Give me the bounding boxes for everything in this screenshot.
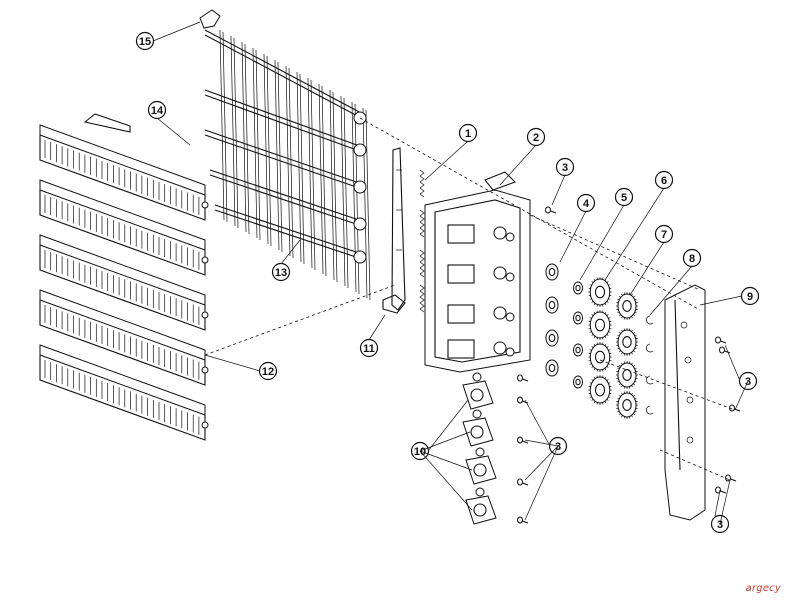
- guide-strip: [39, 234, 209, 331]
- callout-7: 7: [629, 224, 674, 296]
- spring: [419, 169, 425, 198]
- gear-medium: [616, 361, 638, 389]
- e-clip: [646, 315, 654, 325]
- guide-strip: [39, 179, 209, 276]
- e-clip: [646, 375, 654, 385]
- screw: [545, 206, 557, 214]
- gear-plate-housing: [424, 171, 531, 373]
- latch-set: [462, 372, 497, 525]
- callout-leader: [419, 450, 473, 471]
- screw: [715, 336, 727, 344]
- callout-5: 5: [579, 187, 634, 281]
- guide-strip: [39, 289, 209, 386]
- callout-label: 5: [621, 192, 627, 204]
- callout-label: 2: [533, 132, 539, 144]
- callout-label: 1: [465, 128, 471, 140]
- callout-leader: [524, 445, 559, 521]
- callout-label: 3: [745, 376, 751, 388]
- bushing: [545, 359, 559, 377]
- callout-6: 6: [604, 170, 674, 281]
- e-clip: [646, 405, 654, 415]
- callout-18: 15: [135, 21, 201, 51]
- callout-8: 8: [649, 248, 702, 316]
- latch-cam: [465, 487, 497, 525]
- callout-label: 3: [562, 162, 568, 174]
- gear-medium: [616, 391, 638, 419]
- callout-leader: [419, 450, 473, 511]
- side-plate: [664, 284, 706, 521]
- guide-strip: [39, 124, 209, 221]
- callout-label: 6: [661, 175, 667, 187]
- callout-17: 14: [147, 100, 191, 146]
- latch-cam: [462, 372, 494, 410]
- callout-label: 15: [139, 36, 151, 48]
- callout-label: 8: [689, 253, 695, 265]
- callout-label: 13: [275, 267, 287, 279]
- guide-strip: [39, 344, 209, 441]
- callout-4: 4: [559, 193, 596, 263]
- alignment-lines: [204, 117, 736, 481]
- bushing-small: [573, 281, 583, 295]
- screw: [729, 404, 741, 412]
- bushing-small: [573, 311, 583, 325]
- gear-large: [588, 277, 612, 307]
- gear-large: [588, 375, 612, 405]
- callout-14: 11: [359, 314, 386, 358]
- screw: [719, 346, 731, 354]
- bracket-and-springs: [382, 147, 425, 314]
- callout-label: 11: [363, 343, 375, 355]
- watermark: argecy: [745, 583, 781, 594]
- gear-medium: [616, 292, 638, 320]
- callout-label: 4: [583, 198, 590, 210]
- spring: [419, 209, 425, 238]
- callout-1: 1: [424, 123, 478, 181]
- callout-label: 3: [555, 441, 561, 453]
- callout-leader: [524, 445, 559, 481]
- screw: [517, 478, 529, 486]
- callout-label: 12: [262, 366, 274, 378]
- e-clip: [646, 343, 654, 353]
- callout-leader: [524, 439, 559, 447]
- callout-label: 14: [151, 105, 164, 117]
- latch-cam: [465, 447, 497, 485]
- callout-2: 2: [499, 127, 546, 186]
- roller-frame-assembly: [199, 9, 371, 301]
- bushing-small: [573, 375, 583, 389]
- callout-10: 3: [724, 344, 758, 391]
- screw: [725, 474, 737, 482]
- callout-leader: [719, 479, 731, 525]
- gear-train: [545, 263, 654, 419]
- callout-label: 7: [661, 229, 667, 241]
- callout-9: 9: [699, 286, 760, 306]
- gear-medium: [616, 328, 638, 356]
- callout-15: 12: [204, 354, 278, 381]
- screw: [715, 486, 727, 494]
- spring: [419, 284, 425, 313]
- callout-3: 3: [551, 157, 575, 206]
- callout-leader: [734, 380, 749, 411]
- screw: [517, 374, 529, 382]
- bushing: [545, 296, 559, 314]
- bushing: [545, 329, 559, 347]
- callout-label: 9: [747, 291, 753, 303]
- callout-16: 13: [271, 239, 301, 282]
- callout-11: 3: [524, 399, 568, 456]
- gear-large: [588, 310, 612, 340]
- spring: [419, 249, 425, 278]
- callout-label: 3: [717, 519, 723, 531]
- screw: [517, 436, 529, 444]
- bushing-small: [573, 343, 583, 357]
- guide-strip-stack: [39, 113, 209, 441]
- callout-13: 10: [410, 399, 469, 461]
- screw-set: [517, 206, 741, 524]
- callout-leader: [419, 431, 471, 452]
- latch-cam: [462, 409, 494, 447]
- gear-large: [588, 342, 612, 372]
- screw: [517, 516, 529, 524]
- bushing: [545, 263, 559, 281]
